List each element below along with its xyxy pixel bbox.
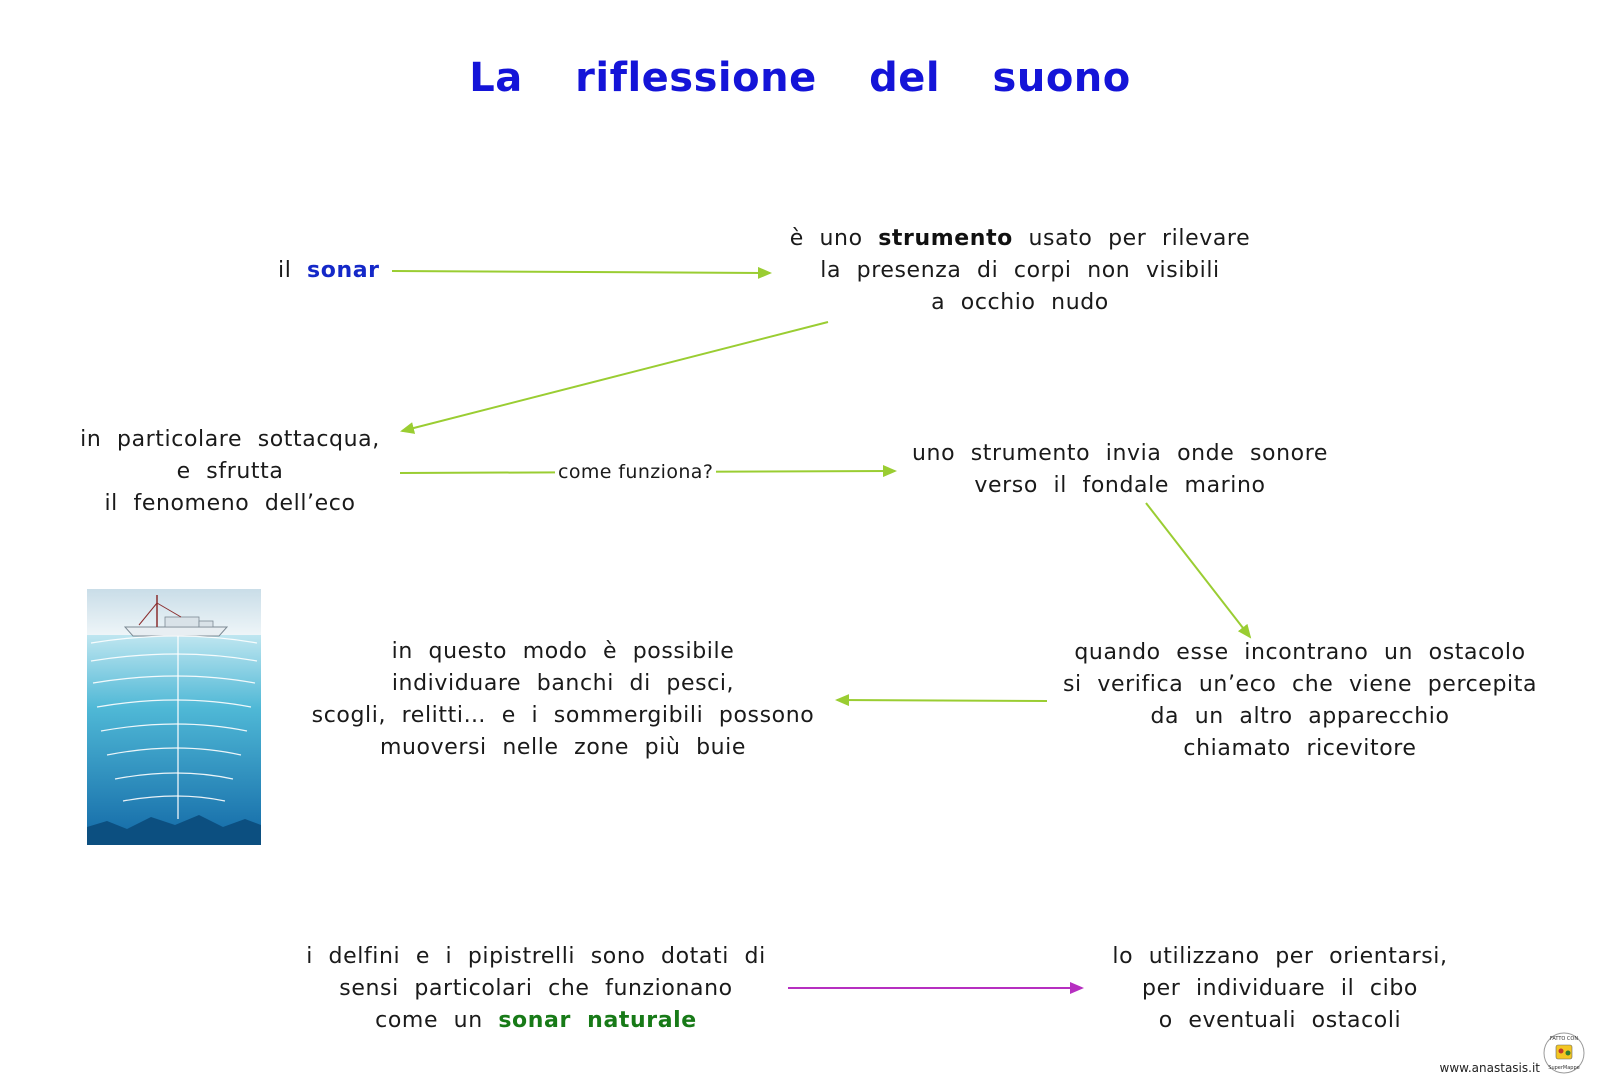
delfini-line3-pre: come un: [375, 1008, 483, 1033]
node-sottacqua: in particolare sottacqua, e sfrutta il f…: [60, 424, 400, 520]
node-utilizzano-line1: lo utilizzano per orientarsi,: [1112, 944, 1448, 969]
ship-icon: [123, 595, 229, 637]
node-delfini-line2: sensi particolari che funzionano: [339, 976, 733, 1001]
arrow-onde-to-ostacolo: [1145, 502, 1252, 639]
node-strumento-line2: la presenza di corpi non visibili: [820, 258, 1220, 283]
svg-text:FATTO CON: FATTO CON: [1550, 1036, 1578, 1042]
supermappe-badge-icon: FATTO CON SuperMappe: [1543, 1032, 1585, 1074]
node-utilizzano-line2: per individuare il cibo: [1142, 976, 1418, 1001]
node-delfini: i delfini e i pipistrelli sono dotati di…: [286, 941, 786, 1037]
node-strumento-line3: a occhio nudo: [931, 290, 1109, 315]
node-onde: uno strumento invia onde sonore verso il…: [890, 438, 1350, 502]
arrow-sonar-to-strumento: [391, 266, 772, 279]
node-ostacolo-line3: da un altro apparecchio: [1150, 704, 1450, 729]
strumento-line1-pre: è uno: [789, 226, 863, 251]
website-link[interactable]: www.anastasis.it: [1439, 1061, 1540, 1075]
keyword-strumento: strumento: [878, 226, 1013, 251]
node-delfini-line3: come un sonar naturale: [286, 1005, 786, 1037]
strumento-line1-post: usato per rilevare: [1028, 226, 1251, 251]
arrow-strumento-to-sottacqua: [400, 321, 829, 434]
arrow-ostacolo-to-modo: [835, 694, 1048, 707]
node-utilizzano: lo utilizzano per orientarsi, per indivi…: [1080, 941, 1480, 1037]
svg-text:SuperMappe: SuperMappe: [1548, 1065, 1579, 1071]
node-sottacqua-line1: in particolare sottacqua,: [80, 427, 380, 452]
node-modo-line3: scogli, relitti… e i sommergibili posson…: [311, 703, 815, 728]
node-sonar-prefix: il: [278, 258, 292, 283]
node-modo-line2: individuare banchi di pesci,: [391, 671, 735, 696]
keyword-sonar-naturale: sonar naturale: [498, 1008, 697, 1033]
node-strumento-line1: è uno strumento usato per rilevare: [770, 223, 1270, 255]
page-title: La riflessione del suono: [469, 55, 1131, 101]
edge-label-come-funziona: come funziona?: [555, 461, 717, 483]
node-delfini-line1: i delfini e i pipistrelli sono dotati di: [306, 944, 766, 969]
node-ostacolo-line2: si verifica un’eco che viene percepita: [1062, 672, 1538, 697]
node-sottacqua-line2: e sfrutta: [176, 459, 284, 484]
node-modo-line4: muoversi nelle zone più buie: [379, 735, 747, 760]
keyword-sonar: sonar: [307, 258, 380, 283]
node-ostacolo: quando esse incontrano un ostacolo si ve…: [1045, 637, 1555, 765]
node-modo: in questo modo è possibile individuare b…: [288, 636, 838, 764]
sonar-ship-illustration: [87, 589, 261, 845]
node-ostacolo-line4: chiamato ricevitore: [1183, 736, 1417, 761]
node-sottacqua-line3: il fenomeno dell’eco: [104, 491, 356, 516]
sonar-waves: [90, 635, 258, 802]
node-sonar: il sonar: [278, 255, 380, 287]
node-strumento: è uno strumento usato per rilevare la pr…: [770, 223, 1270, 319]
node-utilizzano-line3: o eventuali ostacoli: [1158, 1008, 1402, 1033]
node-onde-line2: verso il fondale marino: [974, 473, 1266, 498]
node-modo-line1: in questo modo è possibile: [391, 639, 735, 664]
node-ostacolo-line1: quando esse incontrano un ostacolo: [1074, 640, 1526, 665]
node-onde-line1: uno strumento invia onde sonore: [912, 441, 1328, 466]
